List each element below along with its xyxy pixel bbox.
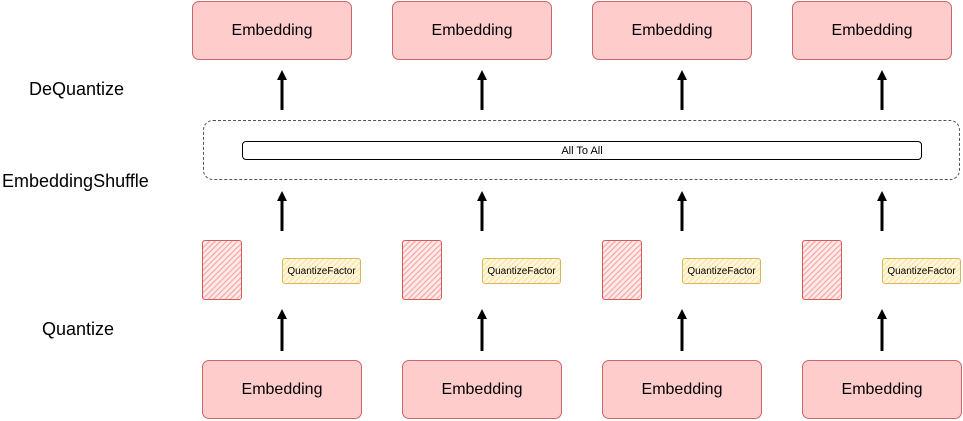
quantized-data-block-1 [202,240,242,300]
top-embedding-2: Embedding [392,1,552,60]
shuffle-arrows [277,191,887,231]
dequantize-label: DeQuantize [29,79,125,99]
quantized-data-block-2 [402,240,442,300]
quantized-data-block-4 [802,240,842,300]
quantize-factor-2: QuantizeFactor [482,258,561,284]
quantize-factor-1: QuantizeFactor [282,258,361,284]
bottom-embedding-4: Embedding [802,360,962,419]
top-embedding-4: Embedding [792,1,952,60]
quantize-arrows [277,309,887,351]
bottom-embedding-2: Embedding [402,360,562,419]
top-embedding-3: Embedding [592,1,752,60]
quantize-factor-4: QuantizeFactor [882,258,961,284]
quantize-factor-3: QuantizeFactor [682,258,761,284]
quantized-data-block-3 [602,240,642,300]
quantize-label: Quantize [42,319,115,339]
embedding-shuffle-region [203,120,960,180]
embedding-shuffle-label: EmbeddingShuffle [2,171,149,191]
bottom-embedding-1: Embedding [202,360,362,419]
dequantize-arrows [277,70,887,110]
all-to-all-bar: All To All [242,141,922,160]
bottom-embedding-3: Embedding [602,360,762,419]
top-embedding-1: Embedding [192,1,352,60]
